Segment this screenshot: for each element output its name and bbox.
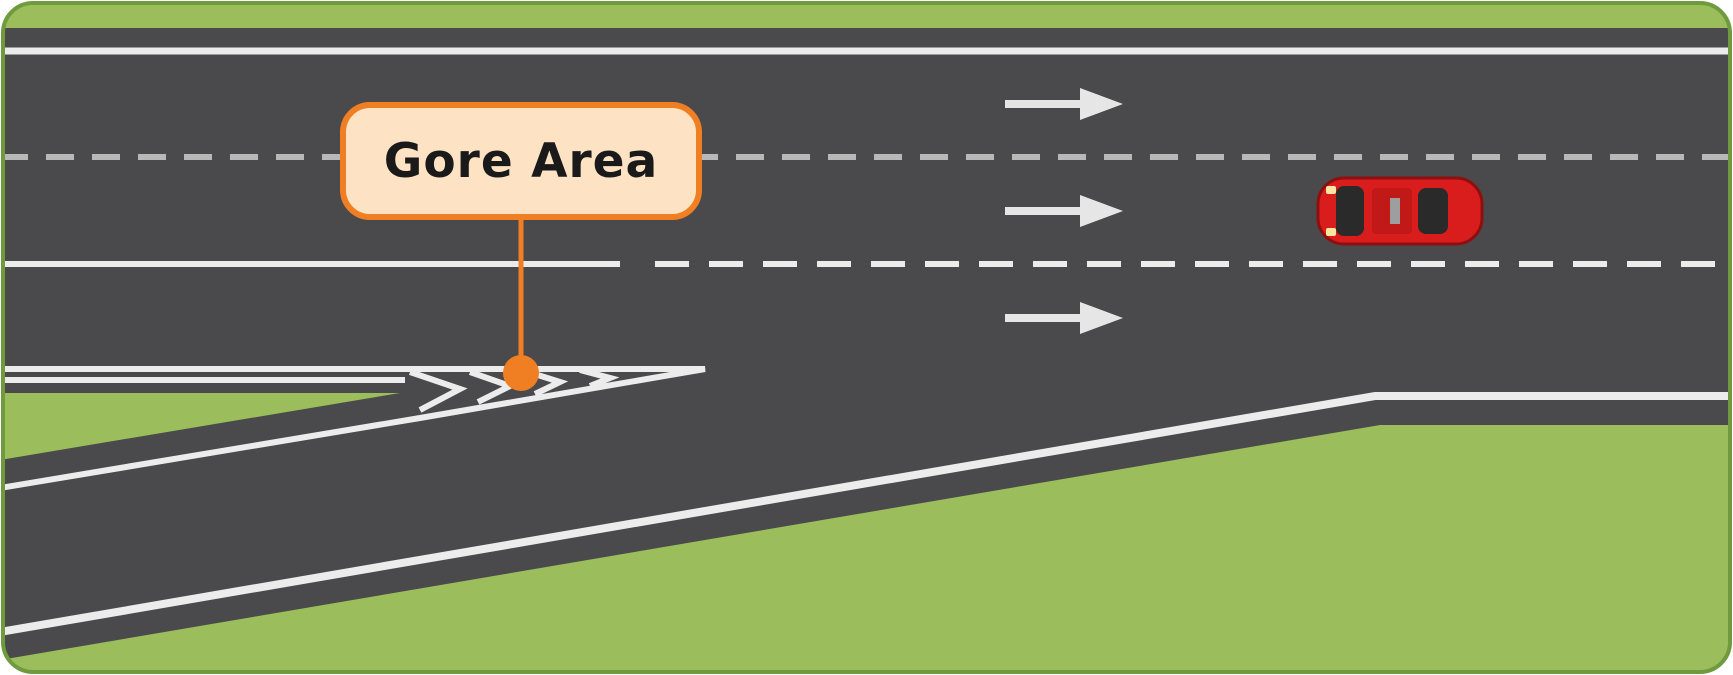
ramp-edge-line: [3, 392, 1730, 636]
right-arrow-icon: [1005, 88, 1123, 120]
right-arrow-icon: [1005, 302, 1123, 334]
gore-grass-wedge: [3, 393, 400, 460]
car-icon: [1316, 176, 1484, 246]
right-arrow-icon: [1005, 195, 1123, 227]
gore-area-markings: [3, 366, 706, 491]
callout-label: Gore Area: [383, 133, 659, 189]
callout-anchor-dot: [503, 355, 539, 391]
gore-area-callout: Gore Area: [340, 102, 702, 220]
